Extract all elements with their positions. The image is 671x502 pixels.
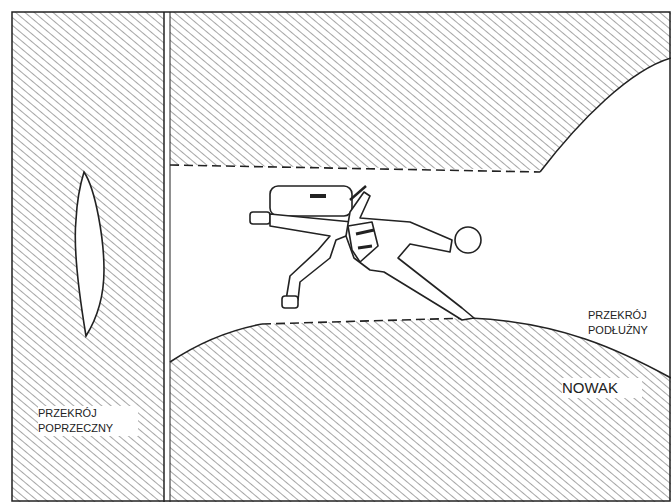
panel-divider <box>163 12 165 502</box>
rock-hatching <box>170 318 671 502</box>
passage-floor <box>262 318 470 324</box>
passage-ceiling <box>540 58 671 172</box>
caver-head <box>455 227 481 253</box>
caver-boot <box>282 296 298 308</box>
frame <box>12 12 670 501</box>
rock-hatching <box>170 12 671 170</box>
bag-strap <box>310 194 326 198</box>
caver-harness <box>348 222 378 262</box>
caver-boot <box>250 212 270 224</box>
section-label: PRZEKRÓJ PODŁUŻNY <box>588 308 664 338</box>
caver-legs <box>270 214 356 300</box>
passage-cross-section <box>75 172 104 336</box>
passage-ceiling <box>170 165 540 172</box>
section-label: PRZEKRÓJ POPRZECZNY <box>38 406 138 436</box>
author-signature: NOWAK <box>562 378 642 398</box>
passage-floor <box>170 324 262 362</box>
rock-hatching <box>12 12 164 502</box>
caver-figure <box>250 186 481 320</box>
caver-harness <box>356 230 374 248</box>
caver-bag <box>270 186 352 216</box>
bag-cord <box>350 186 366 200</box>
panel-divider <box>170 12 171 502</box>
caver-body <box>346 192 474 320</box>
